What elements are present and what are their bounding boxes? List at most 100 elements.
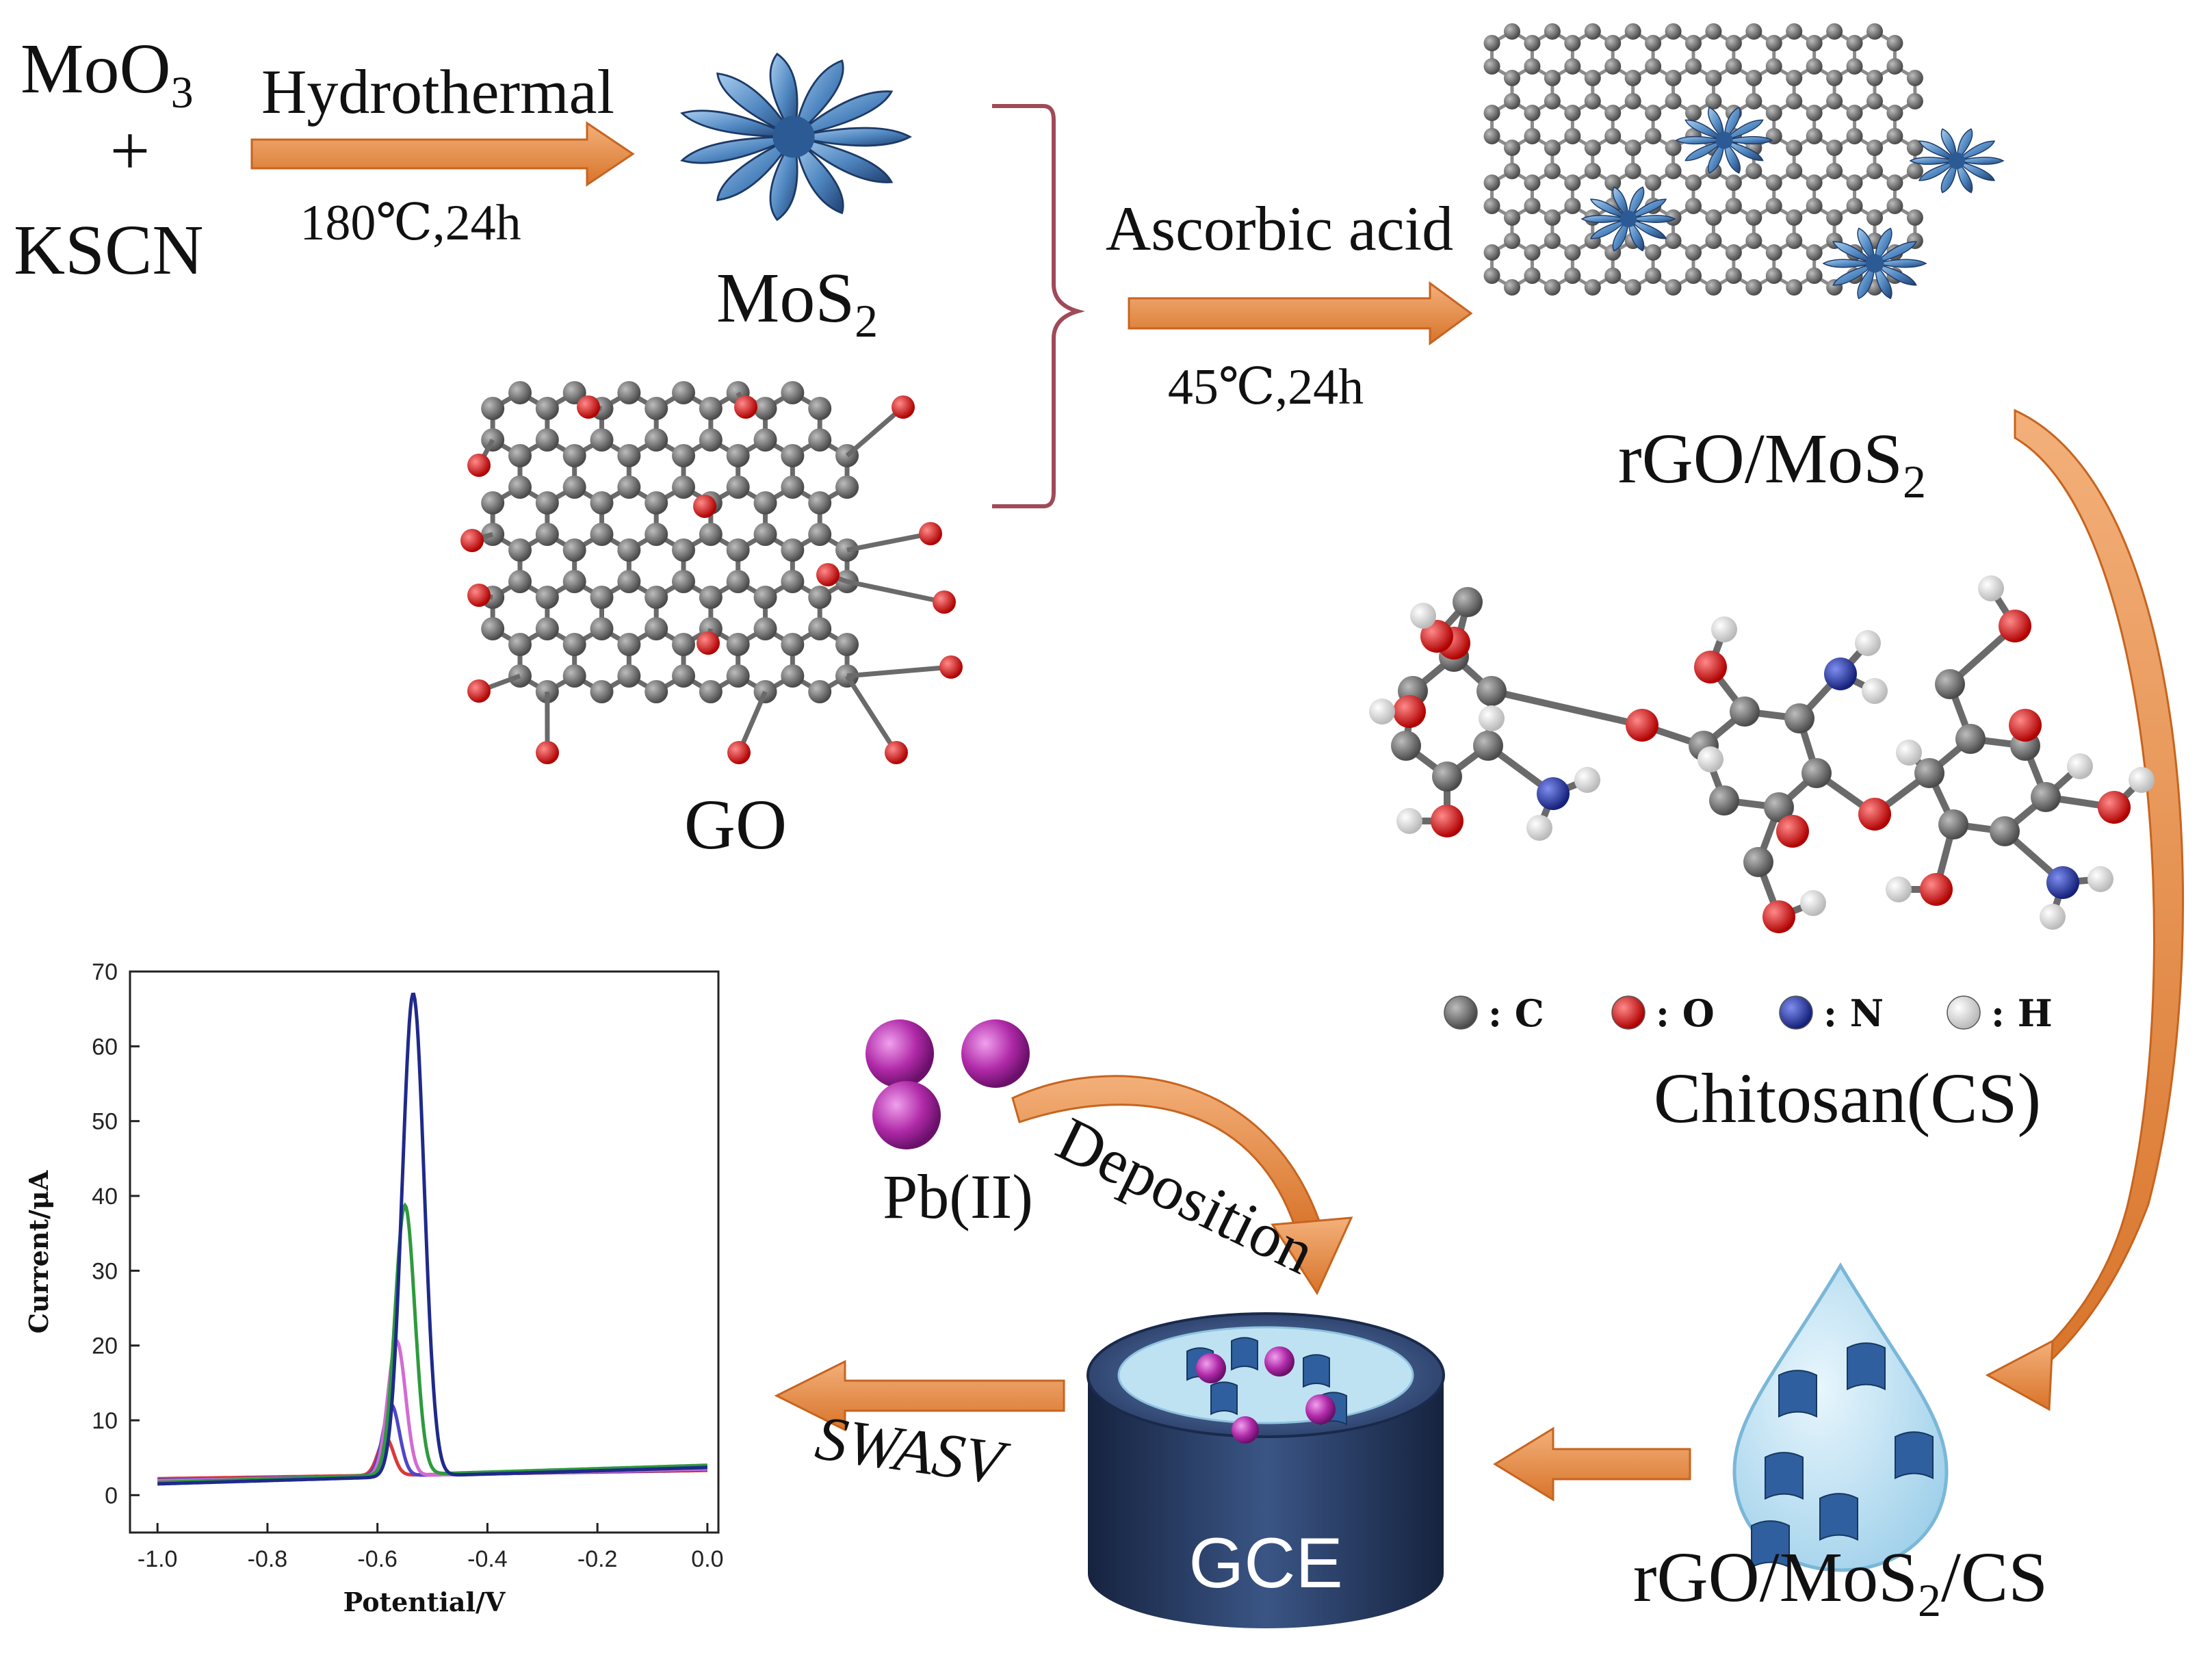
carbon-atom [1604,174,1622,191]
carbon-atom [1504,93,1520,109]
carbon-atom [1765,268,1782,284]
carbon-atom [1504,140,1520,156]
mos2-flower [1580,186,1676,252]
coating-arrow [1493,1426,1691,1502]
carbon-atom [781,664,805,688]
gce-flakes [1186,1337,1347,1444]
mos2-petal [1832,263,1875,286]
carbon-atom [753,397,777,420]
carbon-atom [835,475,859,499]
x-tick-label: -0.8 [248,1546,288,1572]
mos2-petal [680,135,794,164]
carbon-atom [1866,209,1884,226]
carbon-atom [1524,105,1541,121]
carbon-atom [1544,209,1561,226]
carbon-atom [1524,244,1541,261]
mos2-petal [1723,138,1741,174]
carbon-atom [1745,279,1762,296]
carbon-atom [1564,268,1581,284]
carbon-atom [1584,140,1601,156]
carbon-atom [645,491,668,514]
carbon-atom [781,381,805,404]
carbon-atom [808,397,832,420]
carbon-atom [1886,58,1903,75]
carbon-atom [1483,128,1500,144]
carbon-atom [1906,93,1923,109]
carbon-atom [1645,268,1662,284]
carbon-atom [781,444,805,467]
carbon-atom [753,428,777,452]
mos2-petal [1612,186,1629,221]
mos2-flake [1765,1452,1804,1500]
carbon-atom [1745,93,1762,109]
carbon-atom [672,475,696,499]
pb-ion [866,1019,934,1088]
legend-label: : H [1991,991,2053,1035]
oxygen-atom [933,590,956,614]
carbon-atom [835,633,859,656]
hydrogen-atom [1526,815,1552,841]
carbon-atom [1483,105,1500,121]
carbon-atom [808,586,832,609]
carbon-atom [1544,23,1561,40]
mos2-core [772,116,815,158]
carbon-atom [699,586,723,609]
carbon-atom [1745,70,1762,86]
carbon-atom [1564,198,1581,214]
carbon-atom [1866,70,1884,86]
carbon-atom [1786,209,1803,226]
carbon-atom [1584,163,1601,179]
oxygen-atom [2009,709,2042,742]
carbon-atom [1846,128,1863,144]
carbon-atom [726,444,750,467]
gce-body [1088,1375,1444,1628]
mos2-petal [1940,128,1957,163]
carbon-atom [1584,23,1601,40]
carbon-atom [1806,268,1823,284]
carbon-atom [726,570,750,593]
carbon-atom [508,475,532,499]
carbon-atom [808,428,832,452]
carbon-atom [781,633,805,656]
deposition-arrow [1011,1075,1353,1296]
mos2-petal [1723,107,1741,142]
carbon-atom [1886,35,1903,51]
carbon-atom [672,444,696,467]
carbon-atom [562,381,586,404]
carbon-atom [1524,198,1541,214]
carbon-atom [781,570,805,593]
reactant-moo3: MoO3 [21,29,194,118]
carbon-atom [1544,70,1561,86]
carbon-atom [1685,198,1702,214]
carbon-atom [1806,58,1823,75]
mos2-petal [1628,215,1676,223]
oxygen-atom [2098,791,2131,824]
combine-bracket [992,104,1085,508]
oxygen-atom [697,631,720,655]
x-tick-label: -0.2 [577,1546,618,1572]
carbon-atom [1955,724,1986,754]
carbon-atom [1564,58,1581,75]
mos2-flower [1822,227,1927,300]
mos2-flake [1847,1342,1886,1391]
carbon-atom [1665,93,1682,109]
hydrogen-atom [1711,616,1737,642]
carbon-atom [1806,105,1823,121]
oxygen-atom [1431,805,1463,837]
mos2-petal [1612,217,1629,252]
mos2-core [1715,131,1733,149]
carbon-atom [1504,70,1520,86]
carbon-atom [1725,35,1742,51]
carbon-atom [1806,128,1823,144]
carbon-atom [753,586,777,609]
carbon-atom [1826,163,1843,179]
carbon-atom [617,475,641,499]
mos2-petal [1832,241,1875,264]
hydrogen-atom [1978,575,2004,601]
carbon-atom [645,428,668,452]
rgo-mos2-cs-label: rGO/MoS2/CS [1633,1538,2048,1626]
mos2-flake [1303,1354,1330,1388]
carbon-atom [1665,23,1682,40]
carbon-atom [1645,35,1662,51]
